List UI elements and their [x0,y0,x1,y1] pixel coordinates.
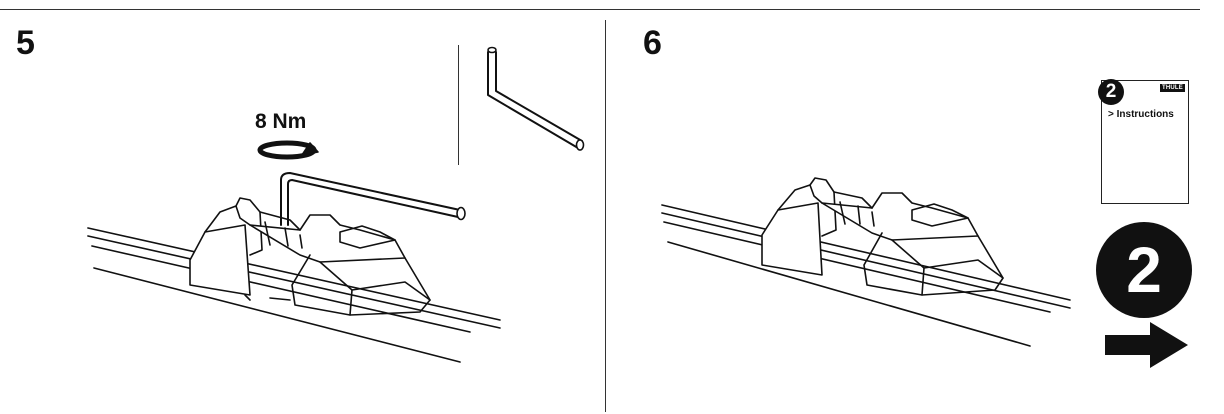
instruction-booklet: 2 THULE > Instructions [1098,79,1189,204]
next-booklet-badge: 2 [1096,222,1192,318]
booklet-brand-logo: THULE [1160,84,1185,92]
top-divider [0,9,1200,10]
allen-key-icon [487,46,585,151]
step-5-number: 5 [16,24,35,62]
roof-foot-step6 [761,177,1004,296]
step-6-number: 6 [643,24,662,62]
roof-foot-step5 [189,197,431,316]
torque-label: 8 Nm [255,110,307,133]
rotate-arrow-icon [257,140,319,160]
inset-divider [458,45,459,165]
allen-key-in-use [280,172,466,226]
arrow-right-icon [1105,322,1188,368]
booklet-number-badge: 2 [1098,79,1124,105]
center-divider [605,20,606,412]
roof-rail-step5 [87,227,501,363]
booklet-title: > Instructions [1108,109,1174,120]
